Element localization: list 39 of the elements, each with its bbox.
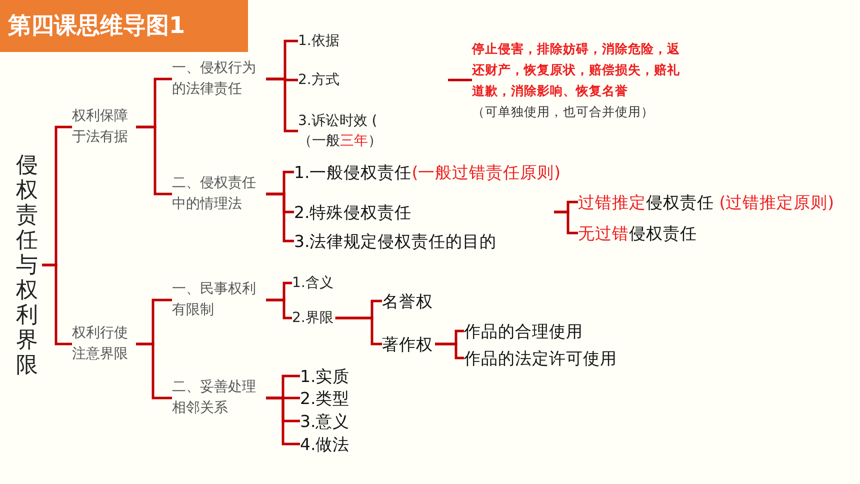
bracket-connector: [136, 342, 172, 400]
item-text: 作品的法定许可使用: [464, 348, 617, 368]
item-text: 无过错侵权责任: [578, 222, 697, 244]
item-text: 3.法律规定侵权责任的目的: [294, 230, 497, 252]
branch-text: 权利行使注意界限: [72, 324, 129, 364]
item-text: 1.实质: [300, 366, 350, 386]
item-text: 2.特殊侵权责任: [294, 202, 412, 222]
item-text: 2.方式: [298, 71, 340, 90]
branch-text: 二、妥善处理相邻关系: [172, 378, 257, 418]
note-text: （可单独使用，也可合并使用）: [472, 103, 654, 121]
item-text: 3.意义: [300, 410, 350, 432]
remedy-text: 停止侵害，排除妨碍，消除危险，返还财产，恢复原状，赔偿损失，赔礼道歉，消除影响、恢复名誉: [472, 40, 681, 100]
branch-text: 权利保障于法有据: [72, 107, 129, 147]
branch-text: 一、侵权行为的法律责任: [172, 59, 257, 99]
item-text: 1.含义: [292, 274, 334, 293]
bracket-connector: [42, 264, 72, 346]
item-text: 著作权: [382, 334, 433, 354]
item-text: 4.做法: [300, 434, 350, 454]
title-banner: 第四课思维导图1: [0, 0, 248, 52]
item-text: 1.一般侵权责任(一般过错责任原则): [294, 162, 561, 182]
bracket-connector: [448, 78, 472, 82]
item-text: 过错推定侵权责任 (过错推定原则): [578, 192, 834, 212]
bracket-connector: [435, 342, 464, 360]
bracket-connector: [266, 78, 298, 132]
bracket-connector: [266, 192, 294, 242]
item-text: 3.诉讼时效 ( （一般三年）: [298, 112, 383, 151]
bracket-connector: [554, 210, 578, 234]
bracket-connector: [266, 396, 300, 446]
item-text: 2.界限: [292, 309, 334, 328]
topic-text: 侵权责任与权利界限: [15, 152, 39, 378]
item-text: 作品的合理使用: [464, 320, 583, 342]
branch-text: 二、侵权责任中的情理法: [172, 174, 257, 214]
branch-text: 一、民事权利有限制: [172, 280, 257, 320]
bracket-connector: [266, 298, 292, 320]
item-text: 名誉权: [382, 290, 433, 312]
item-text: 2.类型: [300, 388, 350, 408]
bracket-connector: [335, 316, 382, 346]
bracket-connector: [136, 126, 172, 196]
item-text: 1.依据: [298, 32, 340, 51]
